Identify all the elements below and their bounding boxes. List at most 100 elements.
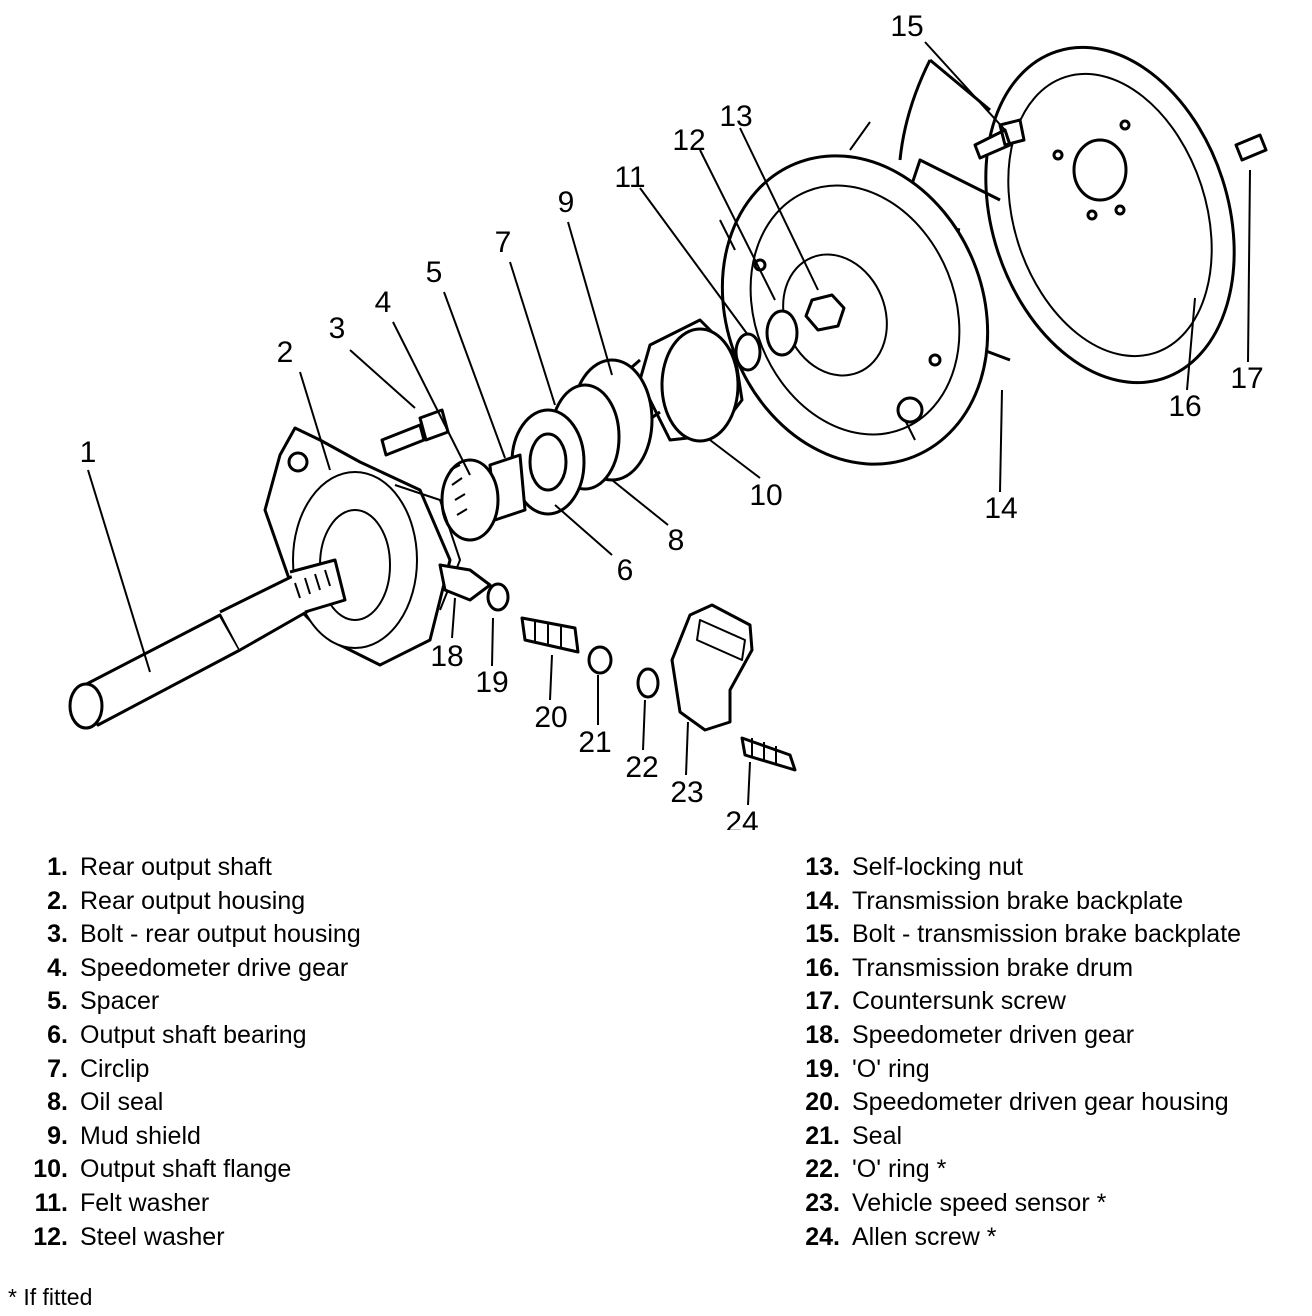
leader-lines (87, 41, 1251, 806)
callout-21: 21 (578, 726, 611, 759)
callout-22: 22 (625, 751, 658, 784)
legend-item-14: 14. Transmission brake backplate (800, 886, 1241, 920)
brake-backplate (719, 121, 990, 466)
driven-gear-housing (520, 616, 580, 654)
callout-2: 2 (277, 336, 294, 369)
seal-21 (587, 645, 613, 675)
legend-number: 15. (805, 920, 840, 949)
legend-number: 18. (805, 1020, 840, 1049)
callout-numbers: 1 2 3 4 5 6 7 8 9 10 11 12 13 14 15 16 1… (80, 10, 1264, 830)
legend-item-18: 18. Speedometer driven gear (800, 1020, 1241, 1054)
callout-11: 11 (614, 161, 645, 194)
legend-text: Rear output shaft (80, 853, 272, 881)
callout-3: 3 (329, 312, 346, 345)
legend-number: 5. (47, 987, 68, 1016)
legend-item-23: 23. Vehicle speed sensor * (800, 1188, 1241, 1222)
legend-number: 9. (47, 1121, 68, 1150)
legend-text: Circlip (80, 1054, 150, 1083)
steel-washer (765, 309, 799, 357)
callout-5: 5 (426, 256, 443, 289)
o-ring-22 (636, 667, 660, 699)
callout-18: 18 (430, 640, 463, 673)
backplate-bolt (973, 118, 1026, 160)
legend-left-column: 1. Rear output shaft 2.Rear output housin… (20, 852, 361, 1255)
legend-number: 2. (47, 886, 68, 915)
legend-text: Output shaft bearing (80, 1020, 307, 1049)
legend-item-15: 15. Bolt - transmission brake backplate (800, 919, 1241, 953)
legend-number: 8. (47, 1088, 68, 1117)
callout-4: 4 (375, 286, 392, 319)
legend-item-24: 24.Allen screw * (800, 1222, 1241, 1256)
legend-text: Self-locking nut (852, 853, 1023, 881)
vehicle-speed-sensor (670, 603, 754, 732)
felt-washer (734, 332, 762, 372)
o-ring-19 (486, 582, 510, 612)
legend-number: 20. (805, 1088, 840, 1117)
legend-text: Steel washer (80, 1222, 225, 1251)
legend-number: 22. (805, 1155, 840, 1184)
rear-output-housing (263, 426, 461, 667)
legend-item-2: 2.Rear output housing (20, 886, 361, 920)
footnote: * If fitted (8, 1284, 93, 1310)
legend-item-21: 21.Seal (800, 1121, 1241, 1155)
callout-23: 23 (670, 776, 703, 809)
legend-number: 24. (805, 1222, 840, 1251)
legend-text: Oil seal (80, 1088, 164, 1117)
speedometer-driven-gear (438, 563, 492, 602)
legend-text: Speedometer driven gear housing (852, 1088, 1229, 1117)
legend-text: Spacer (80, 987, 160, 1016)
legend-number: 7. (47, 1054, 68, 1083)
output-shaft-flange (598, 318, 744, 443)
legend-text: Seal (852, 1121, 903, 1150)
legend-text: Transmission brake backplate (852, 886, 1184, 915)
legend-number: 17. (805, 987, 840, 1016)
legend-number: 23. (805, 1188, 840, 1217)
callout-10: 10 (749, 479, 782, 512)
callout-15: 15 (890, 10, 923, 43)
legend-text: Speedometer drive gear (80, 953, 349, 982)
allen-screw (740, 736, 797, 772)
legend-number: 1. (47, 853, 68, 881)
callout-8: 8 (668, 524, 685, 557)
legend-text: Bolt - transmission brake backplate (852, 920, 1242, 949)
legend-item-7: 7. Circlip (20, 1054, 361, 1088)
legend-number: 11. (34, 1188, 68, 1217)
callout-17: 17 (1230, 362, 1263, 395)
legend-number: 6. (47, 1020, 68, 1049)
callout-13: 13 (719, 100, 752, 133)
legend-number: 10. (33, 1155, 68, 1184)
legend-text: Speedometer driven gear (852, 1020, 1135, 1049)
callout-20: 20 (534, 701, 567, 734)
countersunk-screw (1234, 133, 1268, 162)
legend-item-6: 6. Output shaft bearing (20, 1020, 361, 1054)
legend-number: 19. (805, 1054, 840, 1083)
callout-14: 14 (984, 492, 1017, 525)
callout-16: 16 (1168, 390, 1201, 423)
legend-item-10: 10. Output shaft flange (20, 1154, 361, 1188)
exploded-view-diagram: 1 2 3 4 5 6 7 8 9 10 11 12 13 14 15 16 1… (68, 10, 1268, 830)
legend-text: Vehicle speed sensor * (852, 1188, 1107, 1217)
legend-item-1: 1. Rear output shaft (20, 852, 361, 886)
legend-item-17: 17. Countersunk screw (800, 986, 1241, 1020)
legend-number: 14. (805, 886, 840, 915)
callout-19: 19 (475, 666, 508, 699)
legend-item-3: 3.Bolt - rear output housing (20, 919, 361, 953)
legend-text: Countersunk screw (852, 987, 1066, 1016)
legend-number: 16. (805, 953, 840, 982)
callout-7: 7 (495, 226, 512, 259)
legend-item-12: 12. Steel washer (20, 1222, 361, 1256)
speedometer-drive-gear (440, 458, 500, 542)
legend-number: 3. (47, 920, 68, 949)
legend-text: Output shaft flange (80, 1155, 292, 1184)
callout-9: 9 (558, 186, 575, 219)
callout-12: 12 (672, 124, 705, 157)
legend-item-22: 22.'O' ring * (800, 1154, 1241, 1188)
diagram-parts (68, 45, 1268, 772)
self-locking-nut (804, 293, 846, 332)
legend-text: 'O' ring (852, 1054, 930, 1083)
legend-number: 12. (33, 1222, 68, 1251)
legend-item-16: 16. Transmission brake drum (800, 953, 1241, 987)
legend-text: Transmission brake drum (852, 953, 1134, 982)
callout-1: 1 (80, 436, 97, 469)
legend-item-19: 19. 'O' ring (800, 1054, 1241, 1088)
